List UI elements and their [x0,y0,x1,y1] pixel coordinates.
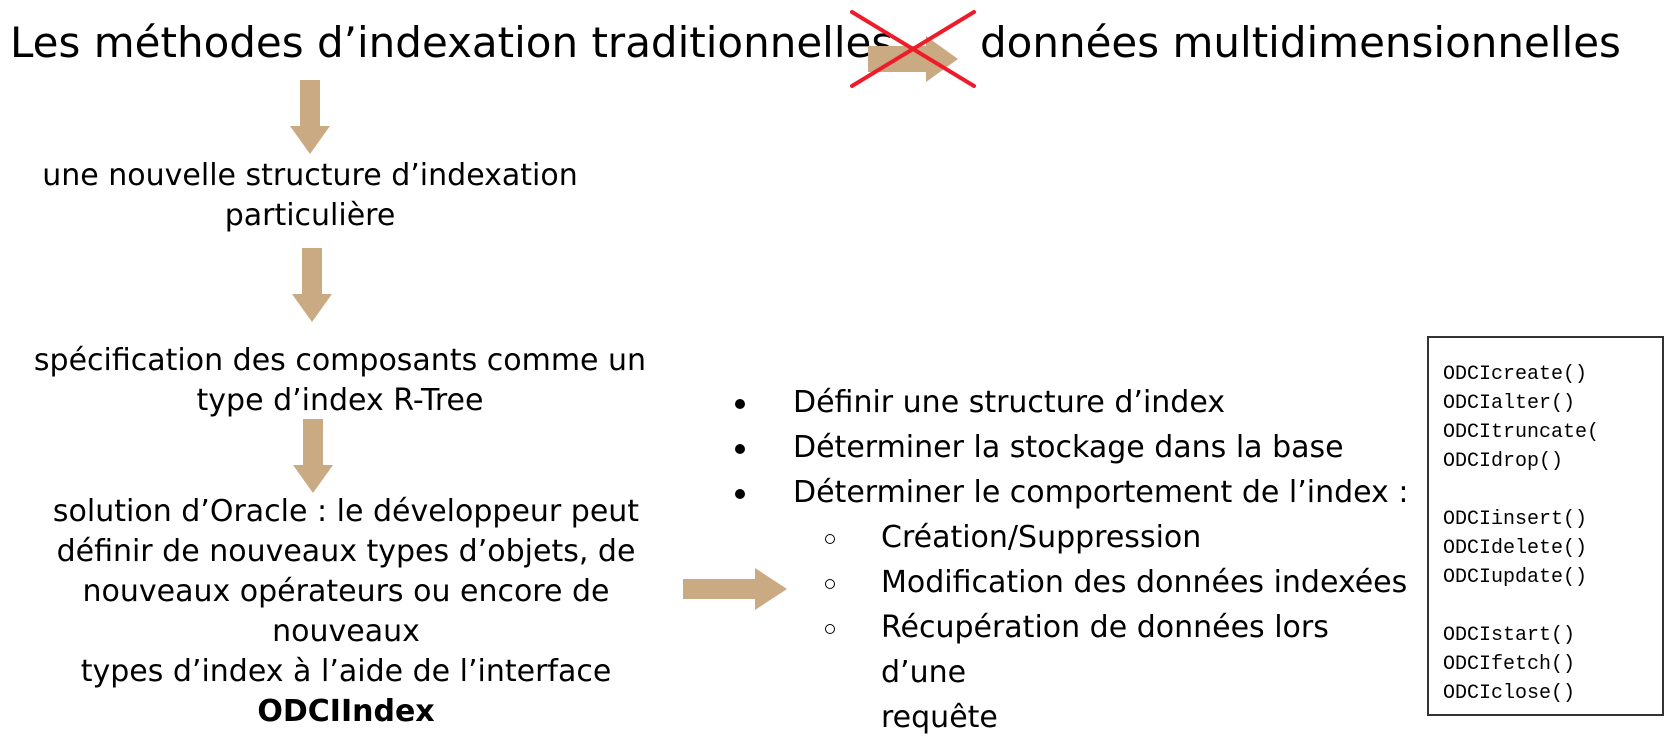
code-group-dml: ODCIinsert() ODCIdelete() ODCIupdate() [1443,505,1662,592]
code-line: ODCIdrop() [1443,450,1564,473]
code-line: ODCIalter() [1443,392,1576,415]
cross-out-icon [850,10,976,88]
title-left-text: Les méthodes d’indexation traditionnelle… [10,18,894,67]
bullet-item: Définir une structure d’index [733,380,1413,425]
down-arrow-2 [292,248,332,322]
title-arrow-shape [868,36,958,82]
code-line: ODCItruncate( [1443,421,1600,444]
code-line: ODCIinsert() [1443,508,1588,531]
sub-bullet-item: Modification des données indexées [733,560,1413,605]
right-arrow [683,568,787,610]
sub-bullet-item: Création/Suppression [733,515,1413,560]
sub-bullet-text: requête [881,700,998,735]
bullet-list: Définir une structure d’index Déterminer… [733,380,1413,740]
sub-bullet-text: Modification des données indexées [881,565,1408,600]
bullet-text: Déterminer la stockage dans la base [793,430,1344,465]
code-group-ddl: ODCIcreate() ODCIalter() ODCItruncate( O… [1443,360,1662,476]
bullet-item: Déterminer le comportement de l’index : [733,470,1413,515]
step-line: particulière [224,198,396,233]
code-line: ODCIdelete() [1443,537,1588,560]
title-right-text: données multidimensionnelles [980,18,1621,67]
step-oracle-solution: solution d’Oracle : le développeur peut … [6,492,686,732]
sub-bullet-continuation: requête [733,695,1413,740]
bullet-item: Déterminer la stockage dans la base [733,425,1413,470]
down-arrow-3 [293,419,333,493]
title-right-arrow [868,36,958,82]
step-line: type d’index R-Tree [196,383,484,418]
odciindex-label: ODCIIndex [257,694,435,729]
step-line: définir de nouveaux types d’objets, de [56,534,636,569]
sub-bullet-item: Récupération de données lors d’une [733,605,1413,695]
step-line: une nouvelle structure d’indexation [42,158,578,193]
code-line: ODCIcreate() [1443,363,1588,386]
code-line: ODCIfetch() [1443,653,1576,676]
bullet-text: Définir une structure d’index [793,385,1226,420]
step-line: spécification des composants comme un [33,343,647,378]
step-new-structure: une nouvelle structure d’indexation part… [20,156,600,236]
sub-bullet-text: Création/Suppression [881,520,1202,555]
step-line: solution d’Oracle : le développeur peut [52,494,640,529]
step-line: nouveaux opérateurs ou encore de nouveau… [82,574,610,649]
code-line: ODCIstart() [1443,624,1576,647]
code-group-query: ODCIstart() ODCIfetch() ODCIclose() [1443,621,1662,708]
step-specification: spécification des composants comme un ty… [20,341,660,421]
down-arrow-1 [290,80,330,154]
code-line: ODCIupdate() [1443,566,1588,589]
sub-bullet-text: Récupération de données lors d’une [881,610,1329,690]
step-line: types d’index à l’aide de l’interface [80,654,612,689]
odci-methods-box: ODCIcreate() ODCIalter() ODCItruncate( O… [1427,336,1664,716]
code-line: ODCIclose() [1443,682,1576,705]
bullet-text: Déterminer le comportement de l’index : [793,475,1409,510]
